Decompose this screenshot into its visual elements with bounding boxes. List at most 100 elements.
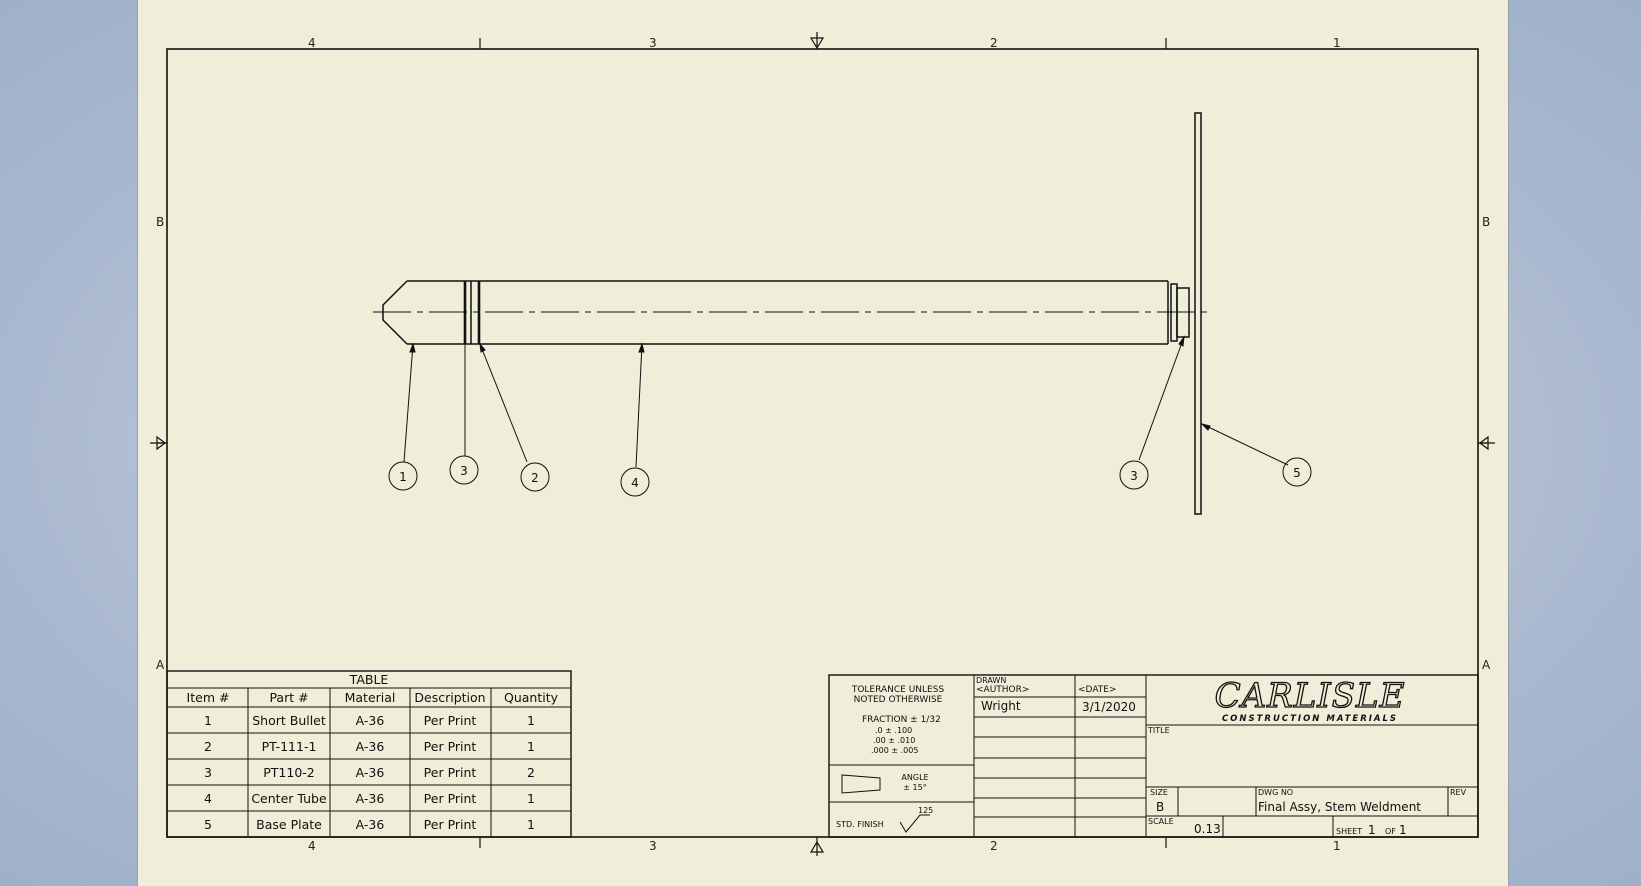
drawing-sheet: 4 3 2 1 4 3 2 1 B B A A: [137, 0, 1509, 886]
zone-col-3-bottom: 3: [649, 839, 657, 853]
balloon-1-number: 1: [399, 470, 407, 484]
table-cell: 1: [527, 817, 535, 832]
table-cell: 2: [527, 765, 535, 780]
table-cell: 1: [527, 791, 535, 806]
table-cell: A-36: [356, 765, 385, 780]
fraction-tolerance: FRACTION ± 1/32: [862, 715, 941, 725]
table-cell: Base Plate: [256, 817, 322, 832]
sheet-label: SHEET: [1336, 827, 1362, 836]
rev-label: REV: [1450, 788, 1467, 797]
balloon-3-right-number: 3: [1130, 469, 1138, 483]
zone-col-4-bottom: 4: [308, 839, 316, 853]
author-value: Wright: [981, 699, 1021, 713]
balloon-1: [388, 461, 418, 491]
zone-col-2-top: 2: [990, 36, 998, 50]
angle-value: ± 15°: [903, 783, 926, 792]
tolerance-line-1: TOLERANCE UNLESS: [851, 685, 945, 695]
header-part: Part #: [269, 690, 308, 705]
zone-col-3-top: 3: [649, 36, 657, 50]
parts-table: TABLE Item # Part # Material Description…: [166, 670, 572, 838]
carlisle-logo-subtitle: CONSTRUCTION MATERIALS: [1222, 714, 1398, 724]
table-cell: 5: [204, 817, 212, 832]
drawn-label: DRAWN: [976, 676, 1006, 685]
parts-table-header: Item # Part # Material Description Quant…: [187, 690, 559, 705]
of-label: OF: [1385, 827, 1396, 836]
balloon-5: [1282, 457, 1312, 487]
balloon-leaders: [403, 335, 1289, 468]
center-marks: [150, 32, 1495, 856]
header-item: Item #: [187, 690, 230, 705]
dwg-no-label: DWG NO: [1258, 788, 1293, 797]
table-cell: 1: [527, 739, 535, 754]
sheet-total: 1: [1399, 823, 1407, 837]
table-cell: Per Print: [424, 817, 477, 832]
balloon-3-left: [449, 455, 479, 485]
balloon-5-number: 5: [1293, 466, 1301, 480]
table-cell: 1: [204, 713, 212, 728]
balloons: [388, 455, 1312, 497]
title-block-grid: [829, 675, 1478, 837]
table-cell: Per Print: [424, 739, 477, 754]
zone-col-2-bottom: 2: [990, 839, 998, 853]
table-cell: A-36: [356, 817, 385, 832]
parts-table-rows: 1 Short Bullet A-36 Per Print 1 2 PT-111…: [204, 713, 535, 832]
std-finish-label: STD. FINISH: [836, 820, 884, 829]
balloon-4: [620, 467, 650, 497]
tolerance-one-place: .0 ± .100: [875, 726, 912, 735]
zone-col-1-top: 1: [1333, 36, 1341, 50]
carlisle-logo: CARLISLE: [1215, 676, 1406, 716]
date-placeholder: <DATE>: [1078, 685, 1117, 695]
table-cell: A-36: [356, 739, 385, 754]
zone-row-b-left: B: [156, 215, 164, 229]
table-cell: 4: [204, 791, 212, 806]
zone-row-a-right: A: [1482, 658, 1491, 672]
table-cell: 1: [527, 713, 535, 728]
parts-table-title: TABLE: [349, 672, 389, 687]
tolerance-line-2: NOTED OTHERWISE: [854, 695, 943, 705]
title-label: TITLE: [1147, 726, 1170, 735]
balloon-3-left-number: 3: [460, 464, 468, 478]
dwg-no-value: Final Assy, Stem Weldment: [1258, 800, 1421, 814]
header-description: Description: [414, 690, 485, 705]
stem-weldment-view: [382, 112, 1202, 515]
table-cell: Per Print: [424, 713, 477, 728]
base-plate-part: [1194, 112, 1202, 515]
header-quantity: Quantity: [504, 690, 559, 705]
surface-finish-icon: [899, 814, 930, 833]
balloon-3-right: [1119, 460, 1149, 490]
balloon-2-number: 2: [531, 471, 539, 485]
parts-table-grid: [167, 687, 571, 837]
zone-col-1-bottom: 1: [1333, 839, 1341, 853]
table-cell: 2: [204, 739, 212, 754]
balloon-numbers: 1 3 2 4 3 5: [399, 464, 1301, 490]
table-cell: PT-111-1: [262, 739, 317, 754]
date-value: 3/1/2020: [1082, 700, 1136, 714]
table-cell: Per Print: [424, 765, 477, 780]
scale-value: 0.13: [1194, 822, 1221, 836]
sheet-number: 1: [1368, 823, 1376, 837]
tolerance-two-place: .00 ± .010: [873, 736, 915, 745]
table-cell: PT110-2: [263, 765, 315, 780]
header-material: Material: [345, 690, 396, 705]
size-value: B: [1156, 800, 1164, 814]
author-placeholder: <AUTHOR>: [976, 685, 1029, 695]
drawing-canvas: 4 3 2 1 4 3 2 1 B B A A: [150, 32, 1495, 856]
size-label: SIZE: [1150, 788, 1168, 797]
balloon-2: [520, 462, 550, 492]
table-cell: A-36: [356, 713, 385, 728]
angle-taper-icon: [841, 774, 881, 794]
scale-label: SCALE: [1148, 817, 1174, 826]
tolerance-three-place: .000 ± .005: [871, 746, 918, 755]
zone-row-b-right: B: [1482, 215, 1490, 229]
balloon-4-number: 4: [631, 476, 639, 490]
zone-col-4-top: 4: [308, 36, 316, 50]
table-cell: Per Print: [424, 791, 477, 806]
finish-value: 125: [918, 806, 933, 815]
title-block: TOLERANCE UNLESS NOTED OTHERWISE FRACTIO…: [828, 674, 1479, 838]
table-cell: Center Tube: [251, 791, 327, 806]
table-cell: A-36: [356, 791, 385, 806]
table-cell: 3: [204, 765, 212, 780]
table-cell: Short Bullet: [252, 713, 326, 728]
zone-row-a-left: A: [156, 658, 165, 672]
angle-label: ANGLE: [901, 773, 928, 782]
